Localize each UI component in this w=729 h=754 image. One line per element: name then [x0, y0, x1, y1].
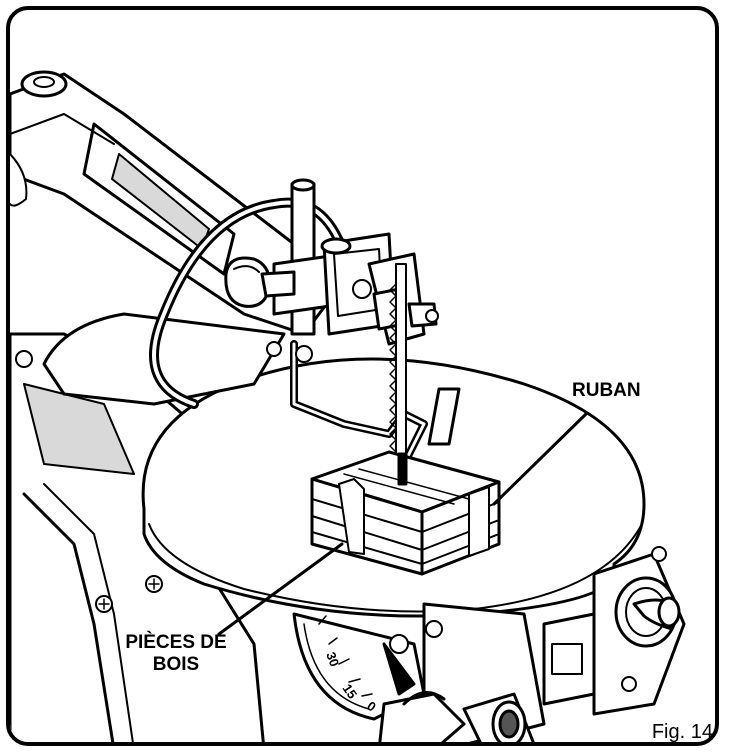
figure-caption: Fig. 14 [651, 721, 713, 743]
scale-tick-30: 30 [323, 650, 342, 669]
hold-down-foot [290, 340, 461, 478]
wood-pieces-stack [310, 450, 501, 576]
scale-tick-15: 15 [340, 681, 361, 701]
scale-pointer [382, 642, 416, 696]
table-lock-handle [378, 691, 535, 742]
label-ruban: RUBAN [572, 380, 641, 401]
tilt-knob [614, 576, 681, 648]
clamp-knob [224, 256, 296, 308]
ruban-leader-line [492, 412, 588, 506]
tape-band [338, 478, 365, 555]
label-pieces-de-bois: PIÈCES DE BOIS [96, 632, 256, 676]
pieces-leader-line [217, 542, 344, 636]
scroll-saw-illustration: 30 15 0 [10, 70, 686, 742]
label-pieces-line-1: PIÈCES DE [125, 632, 227, 653]
figure-frame: 30 15 0 [6, 6, 719, 746]
blade-holder [367, 252, 439, 346]
label-pieces-line-2: BOIS [152, 654, 200, 675]
tape-band [468, 486, 490, 557]
